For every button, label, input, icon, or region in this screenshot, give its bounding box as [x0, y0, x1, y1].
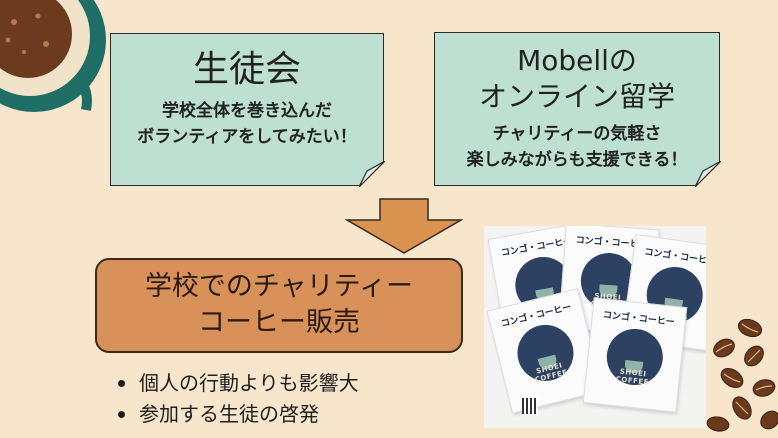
charity-coffee-sale-box: 学校でのチャリティー コーヒー販売 — [95, 258, 463, 353]
note-fold-corner — [695, 161, 721, 187]
qr-code-icon — [522, 398, 538, 414]
note-left-line-2: ボランティアをしてみたい！ — [137, 127, 357, 147]
bullet-icon — [118, 380, 125, 387]
note-fold-corner — [359, 161, 385, 187]
packet-brand: SHOEI COFFEE — [615, 367, 650, 387]
packet-logo-icon: SHOEI COFFEE — [511, 318, 580, 387]
down-arrow-icon — [345, 198, 463, 254]
bullet-icon — [118, 411, 125, 418]
note-right-line-1: チャリティーの気軽さ — [492, 124, 662, 144]
coffee-packets-photo: コンゴ・コーヒー SHOEI COFFEE コンゴ・コーヒー SHOEI COF… — [484, 226, 706, 428]
packet-label: コンゴ・コーヒー — [602, 310, 676, 328]
note-left-line-1: 学校全体を巻き込んだ — [162, 101, 332, 121]
bullet-text-1: 個人の行動よりも影響大 — [139, 371, 359, 395]
benefit-list: 個人の行動よりも影響大 参加する生徒の啓発 — [118, 368, 478, 430]
coffee-packet: コンゴ・コーヒー SHOEI COFFEE — [582, 297, 688, 413]
note-right-line-2: 楽しみながらも支援できる！ — [466, 150, 688, 170]
list-item: 参加する生徒の啓発 — [118, 399, 478, 430]
note-left-title: 生徒会 — [192, 49, 301, 90]
packet-label: コンゴ・コーヒー — [643, 247, 706, 268]
note-right-title-2: オンライン留学 — [478, 80, 675, 113]
coffee-mug-decoration — [0, 0, 106, 112]
list-item: 個人の行動よりも影響大 — [118, 368, 478, 399]
bullet-text-2: 参加する生徒の啓発 — [139, 402, 319, 426]
mobell-note: Mobellの オンライン留学 チャリティーの気軽さ 楽しみながらも支援できる！ — [434, 32, 721, 187]
coffee-beans-decoration — [706, 318, 778, 432]
note-right-title-1: Mobellの — [517, 44, 637, 77]
result-line-1: 学校でのチャリティー — [144, 271, 414, 302]
result-line-2: コーヒー販売 — [198, 307, 360, 338]
student-council-note: 生徒会 学校全体を巻き込んだ ボランティアをしてみたい！ — [110, 33, 385, 187]
packet-logo-icon: SHOEI COFFEE — [604, 326, 666, 388]
